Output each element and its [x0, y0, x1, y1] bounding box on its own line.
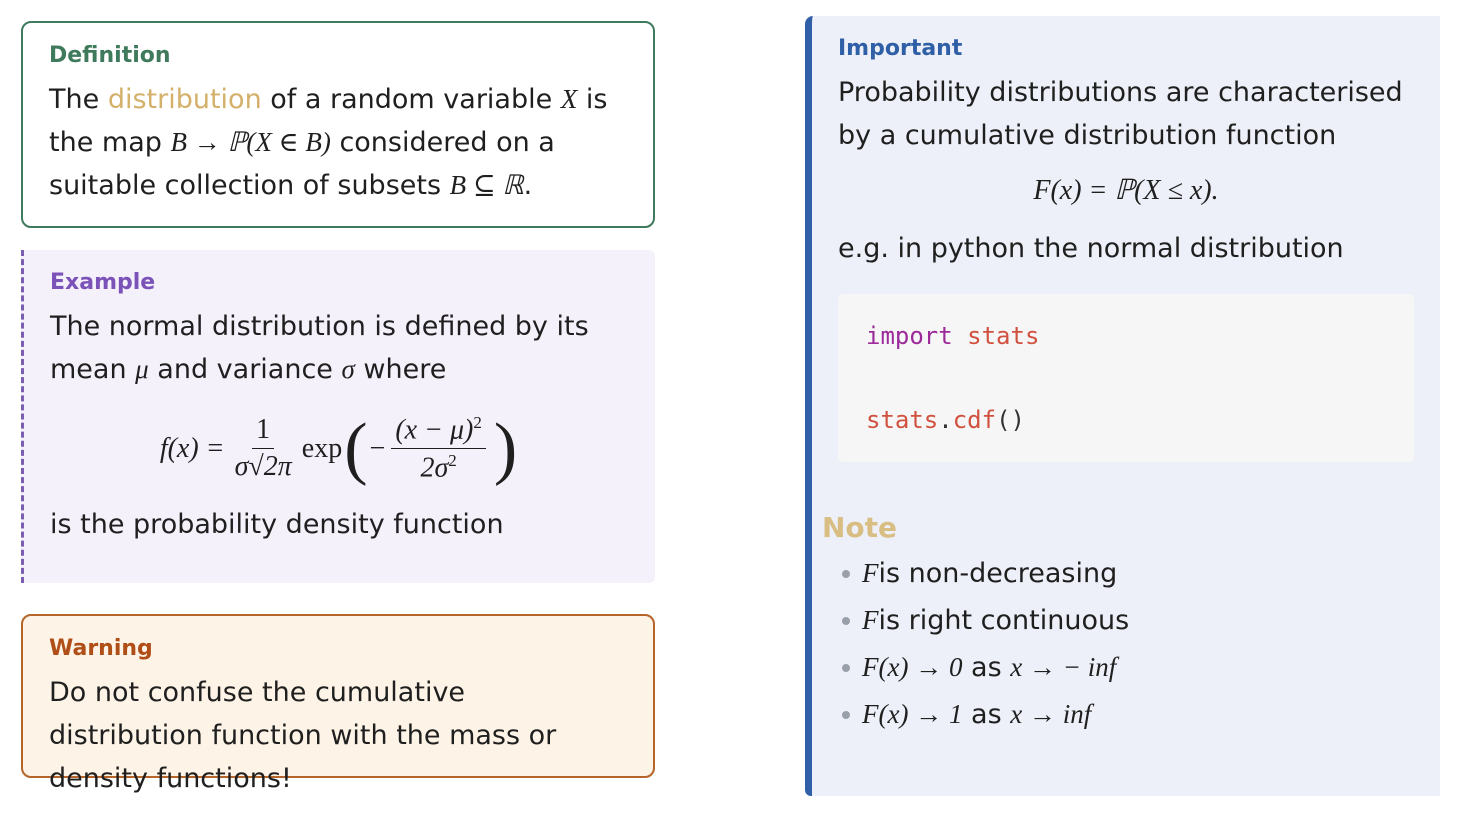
bullet-icon: [842, 616, 850, 625]
definition-card: Definition The distribution of a random …: [21, 21, 655, 228]
list-item: F(x) → 0 as x → − inf: [822, 644, 1440, 691]
code-line-2: stats.cdf(): [866, 406, 1025, 434]
warning-title: Warning: [49, 636, 153, 661]
fraction: 1 σ√2π: [234, 414, 292, 483]
bullet-icon: [842, 710, 850, 719]
example-text: The normal distribution is defined by it…: [50, 311, 589, 385]
example-footer: is the probability density function: [50, 508, 504, 540]
warning-text: Do not confuse the cumulative distributi…: [49, 677, 557, 794]
inner-fraction: (x − μ)2 2σ2: [391, 413, 486, 485]
bullet-icon: [842, 569, 850, 578]
note-card: Note F is non-decreasing F is right cont…: [805, 503, 1440, 796]
important-card: Important Probability distributions are …: [805, 16, 1440, 503]
example-card: Example The normal distribution is defin…: [21, 250, 655, 583]
note-list: F is non-decreasing F is right continuou…: [822, 550, 1440, 738]
definition-highlight-term: distribution: [107, 84, 262, 115]
note-title: Note: [822, 511, 898, 544]
definition-text: The distribution of a random variable X …: [49, 84, 608, 201]
subset-formula: B ⊆ ℝ: [449, 170, 524, 200]
definition-title: Definition: [49, 43, 171, 68]
cdf-formula: F(x) = ℙ(X ≤ x).: [1033, 175, 1219, 206]
map-formula: B → ℙ(X ∈ B): [170, 127, 331, 157]
list-item: F is right continuous: [822, 597, 1440, 644]
warning-card: Warning Do not confuse the cumulative di…: [21, 614, 655, 794]
list-item: F(x) → 1 as x → inf: [822, 691, 1440, 738]
normal-pdf-formula: f(x) = 1 σ√2π exp ( − (x − μ)2 2σ2 ): [159, 409, 518, 487]
important-example-line: e.g. in python the normal distribution: [838, 233, 1344, 264]
code-block[interactable]: import stats stats.cdf(): [838, 294, 1414, 462]
bullet-icon: [842, 663, 850, 672]
list-item: F is non-decreasing: [822, 550, 1440, 597]
important-text: Probability distributions are characteri…: [838, 77, 1403, 151]
important-title: Important: [838, 36, 963, 61]
code-line-1: import stats: [866, 322, 1040, 350]
example-title: Example: [50, 270, 156, 295]
